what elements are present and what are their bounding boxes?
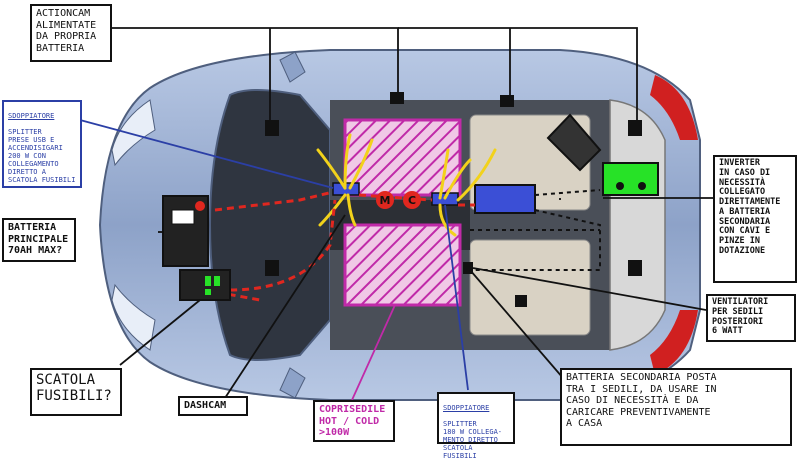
secondary-battery-icon <box>474 184 536 214</box>
battery-icon <box>162 195 209 267</box>
label-sdoppiatore-rear: SDOPPIATORE SPLITTER 180 W COLLEGA- MENT… <box>437 392 515 460</box>
marker-m: M <box>380 194 391 207</box>
diagram-stage: M C <box>2 4 797 460</box>
inverter-icon <box>602 162 659 196</box>
fuse-box-icon <box>179 269 231 301</box>
yellow-wires <box>316 133 497 237</box>
laptop-icon <box>546 113 602 172</box>
black-dashed-wires <box>470 189 601 271</box>
car-diagram: M C <box>79 27 713 401</box>
front-seat-covers <box>343 118 462 307</box>
fan-icon <box>463 262 473 274</box>
purple-leader-line <box>351 304 396 401</box>
label-sdoppiatore-front: SDOPPIATORE SPLITTER PRESE USB E ACCENDI… <box>2 100 82 188</box>
label-coprisedile: COPRISEDILE HOT / COLD >100W <box>313 400 395 442</box>
label-ventilatori: VENTILATORI PER SEDILI POSTERIORI 6 WATT <box>706 294 796 342</box>
label-inverter: INVERTER IN CASO DI NECESSITÀ COLLEGATO … <box>713 155 797 283</box>
marker-c-dot <box>403 191 421 209</box>
leader-lines <box>110 27 713 399</box>
marker-m-dot <box>376 191 394 209</box>
label-actioncam: ACTIONCAM ALIMENTATE DA PROPRIA BATTERIA <box>30 4 112 62</box>
sdoppiatore-front-title: SDOPPIATORE <box>8 112 55 121</box>
marker-c: C <box>408 194 416 207</box>
label-scatola-fusibili: SCATOLA FUSIBILI? <box>30 368 122 416</box>
sdoppiatore-rear-title: SDOPPIATORE <box>443 404 490 413</box>
camera-icon <box>265 92 642 307</box>
blue-leader-lines <box>79 119 469 391</box>
label-batteria-secondaria: BATTERIA SECONDARIA POSTA TRA I SEDILI, … <box>560 368 792 446</box>
sdoppiatore-front-body: SPLITTER PRESE USB E ACCENDISIGARI 200 W… <box>8 128 76 185</box>
sdoppiatore-rear-body: SPLITTER 180 W COLLEGA- MENTO DIRETTO SC… <box>443 420 503 461</box>
label-dashcam: DASHCAM <box>178 396 248 416</box>
label-batteria-principale: BATTERIA PRINCIPALE 70Ah MAX? <box>2 218 76 262</box>
